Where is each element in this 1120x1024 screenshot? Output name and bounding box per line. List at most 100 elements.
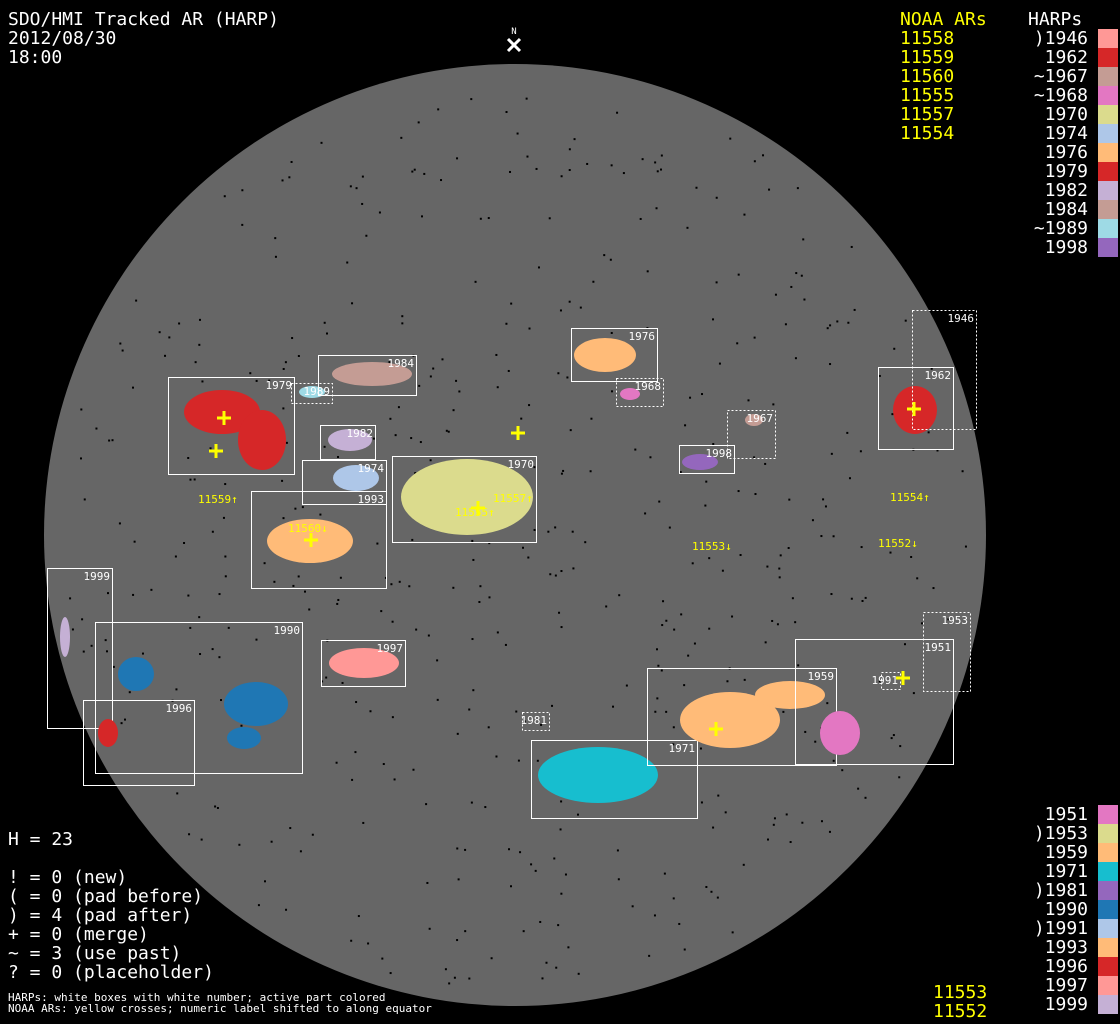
speck	[448, 982, 451, 985]
speck	[569, 429, 572, 432]
speck	[916, 577, 919, 580]
speck	[82, 650, 85, 653]
speck	[646, 270, 649, 273]
speck	[304, 590, 307, 593]
speck	[536, 759, 539, 762]
speck	[822, 498, 825, 501]
harp-legend-item: 1979	[1044, 161, 1088, 182]
speck	[131, 386, 134, 389]
harp-region-1991	[881, 672, 901, 690]
speck	[510, 302, 513, 305]
speck	[335, 761, 338, 764]
speck	[495, 353, 498, 356]
speck	[567, 946, 570, 949]
harp-legend-item: 1982	[1044, 180, 1088, 201]
speck	[549, 573, 552, 576]
speck	[282, 407, 285, 410]
noaa-label: 11552↓	[878, 537, 918, 550]
speck	[517, 759, 520, 762]
speck	[111, 439, 114, 442]
speck	[263, 562, 266, 565]
speck	[495, 755, 498, 758]
speck	[240, 724, 243, 727]
speck	[766, 838, 769, 841]
speck	[71, 628, 74, 631]
speck	[411, 538, 414, 541]
speck	[337, 455, 340, 458]
harp-box	[168, 377, 295, 475]
speck	[188, 833, 191, 836]
speck	[590, 417, 593, 420]
speck	[832, 759, 835, 762]
speck	[898, 776, 901, 779]
speck	[429, 375, 432, 378]
harp-active-area	[401, 459, 533, 535]
speck	[648, 954, 651, 957]
harp-color-swatch	[1098, 938, 1118, 957]
speck	[183, 541, 186, 544]
speck	[378, 211, 381, 214]
speck	[794, 357, 797, 360]
speck	[193, 478, 196, 481]
speck	[415, 628, 418, 631]
speck	[505, 322, 508, 325]
speck	[718, 362, 721, 365]
harp-label: 1976	[629, 330, 656, 343]
speck	[672, 897, 675, 900]
speck	[201, 380, 204, 383]
speck	[452, 586, 455, 589]
speck	[811, 519, 814, 522]
speck	[323, 445, 326, 448]
speck	[285, 908, 288, 911]
speck	[176, 792, 179, 795]
speck	[211, 648, 214, 651]
speck	[686, 226, 689, 229]
speck	[158, 331, 161, 334]
speck	[557, 372, 560, 375]
harp-color-swatch	[1098, 919, 1118, 938]
speck	[336, 602, 339, 605]
speck	[721, 569, 724, 572]
speck	[86, 576, 89, 579]
speck	[551, 704, 554, 707]
harp-legend-item: 1999	[1044, 994, 1088, 1015]
stat-line: + = 0 (merge)	[8, 924, 149, 945]
noaa-label: 11554↑	[890, 491, 930, 504]
harp-color-swatch	[1098, 200, 1118, 219]
harp-color-swatch	[1098, 181, 1118, 200]
speck	[468, 708, 471, 711]
harp-label: 1982	[347, 427, 374, 440]
harp-label: 1981	[521, 714, 548, 727]
speck	[112, 665, 115, 668]
speck	[603, 254, 606, 257]
speck	[468, 977, 471, 980]
speck	[519, 851, 522, 854]
speck	[705, 480, 708, 483]
speck	[771, 619, 774, 622]
speck	[766, 565, 769, 568]
speck	[610, 390, 613, 393]
harp-legend-item: 1970	[1044, 104, 1088, 125]
speck	[665, 619, 668, 622]
speck	[414, 472, 417, 475]
speck	[639, 217, 642, 220]
speck	[456, 157, 459, 160]
speck	[661, 624, 664, 627]
harp-box	[522, 712, 550, 731]
speck	[522, 930, 525, 933]
speck	[410, 437, 413, 440]
speck	[753, 336, 756, 339]
speck	[708, 627, 711, 630]
speck	[384, 576, 387, 579]
speck	[504, 643, 507, 646]
speck	[187, 594, 190, 597]
speck	[560, 626, 563, 629]
harp-box	[302, 460, 387, 505]
speck	[547, 530, 550, 533]
speck	[605, 605, 608, 608]
speck	[418, 384, 421, 387]
speck	[660, 154, 663, 157]
speck	[562, 469, 565, 472]
speck	[864, 596, 867, 599]
speck	[672, 726, 675, 729]
